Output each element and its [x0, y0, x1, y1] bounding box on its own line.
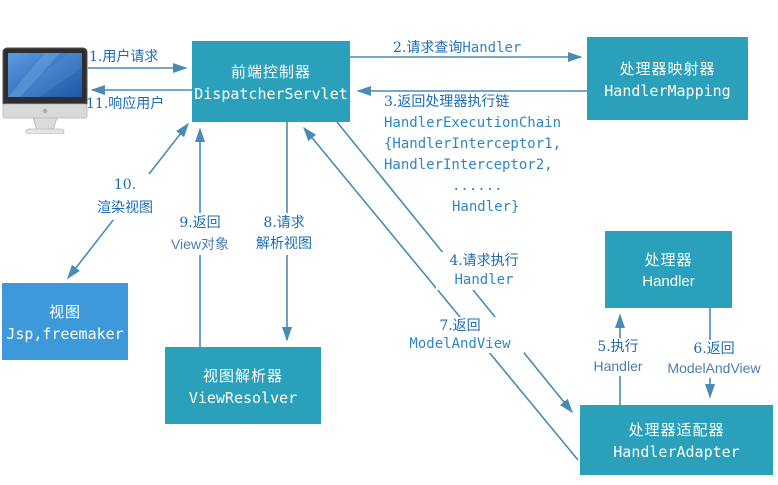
node-view-resolver-en: ViewResolver: [188, 388, 298, 407]
label-step-8-line1: 8.请求: [263, 215, 305, 231]
label-step-5: 5.执行 Handler: [586, 338, 650, 376]
label-step-9-line1: 9.返回: [179, 215, 221, 231]
label-step-6: 6.返回 ModelAndView: [648, 340, 778, 378]
node-view-cn: 视图: [48, 303, 81, 321]
node-handler-mapping-en: HandlerMapping: [604, 81, 731, 100]
label-step-4: 4.请求执行 Handler: [436, 252, 532, 290]
label-step-6-line2: ModelAndView: [667, 360, 761, 376]
arrow-step-7-return-modelandview: [303, 126, 579, 461]
node-handler-adapter-cn: 处理器适配器: [628, 422, 725, 439]
label-step-7-line2: ModelAndView: [409, 336, 511, 352]
label-step-2-cn: 2.请求查询: [393, 40, 463, 56]
label-step-10: 10. 渲染视图: [86, 174, 164, 220]
label-step-8-line2: 解析视图: [256, 236, 312, 252]
node-dispatcher-servlet-cn: 前端控制器: [230, 63, 311, 81]
node-handler-mapping: 处理器映射器 HandlerMapping: [587, 37, 748, 120]
label-step-7-line1: 7.返回: [439, 318, 481, 334]
node-view: 视图 Jsp,freemaker: [2, 283, 128, 360]
label-step-10-line1: 10.: [113, 177, 137, 193]
label-step-2-en: Handler: [462, 40, 522, 56]
label-step-5-line1: 5.执行: [597, 339, 639, 355]
label-step-2: 2.请求查询Handler: [393, 37, 521, 57]
node-handler-cn: 处理器: [644, 252, 693, 269]
label-step-10-line2: 渲染视图: [97, 200, 153, 216]
node-view-en: Jsp,freemaker: [6, 324, 124, 343]
node-dispatcher-servlet-en: DispatcherServlet: [194, 84, 348, 103]
label-step-7: 7.返回 ModelAndView: [396, 317, 524, 353]
label-step-3-line4: HandlerInterceptor2,: [384, 157, 553, 173]
node-view-resolver-cn: 视图解析器: [202, 367, 283, 385]
node-handler-adapter-en: HandlerAdapter: [613, 443, 740, 461]
computer-icon: [2, 47, 88, 134]
label-step-3-line2: HandlerExecutionChain: [384, 115, 562, 131]
label-step-5-line2: Handler: [593, 358, 643, 374]
label-step-6-line1: 6.返回: [693, 341, 735, 357]
label-step-11: 11.响应用户: [86, 96, 165, 112]
node-view-resolver: 视图解析器 ViewResolver: [165, 347, 321, 424]
label-step-1: 1.用户请求: [89, 49, 159, 65]
label-step-3-line3: {HandlerInterceptor1,: [384, 136, 562, 152]
label-step-3-line6: Handler}: [452, 199, 520, 215]
label-step-3: 3.返回处理器执行链 HandlerExecutionChain {Handle…: [384, 92, 561, 218]
node-handler-en: Handler: [642, 273, 695, 290]
label-step-9-line2: View对象: [170, 236, 230, 252]
node-handler: 处理器 Handler: [605, 231, 732, 308]
label-step-4-line1: 4.请求执行: [449, 253, 519, 269]
node-handler-adapter: 处理器适配器 HandlerAdapter: [580, 405, 773, 475]
node-handler-mapping-cn: 处理器映射器: [619, 60, 716, 78]
label-step-8: 8.请求 解析视图: [246, 213, 322, 255]
label-step-3-line1: 3.返回处理器执行链: [384, 94, 510, 110]
node-dispatcher-servlet: 前端控制器 DispatcherServlet: [192, 41, 350, 122]
label-step-9: 9.返回 View对象: [162, 213, 238, 255]
label-step-4-line2: Handler: [454, 272, 514, 288]
label-step-3-line5: ......: [452, 178, 503, 194]
